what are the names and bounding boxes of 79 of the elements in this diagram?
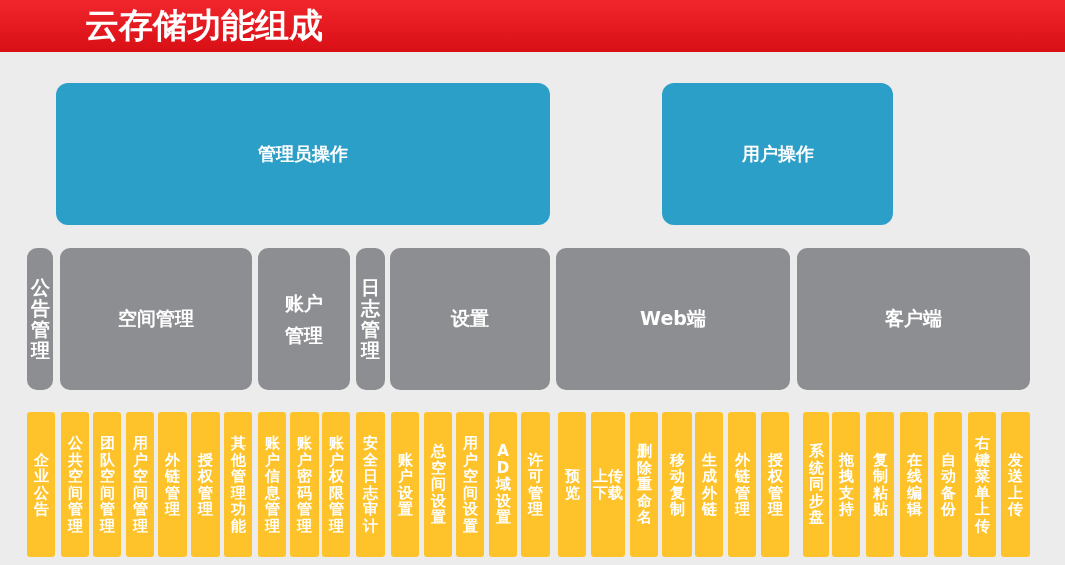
node-label: 账户信息管理 [264,435,280,534]
feature-box [968,412,996,557]
node-label: 账户密码管理 [297,435,312,534]
feature-box [456,412,484,557]
module-box [390,248,550,390]
feature-box [1001,412,1030,557]
feature-box [803,412,829,557]
feature-box [356,412,385,557]
feature-box [934,412,962,557]
node-label: 用户空间管理 [132,435,148,534]
feature-box [900,412,928,557]
node-label: 账户设置 [397,451,413,518]
node-label: 外链管理 [734,451,750,518]
node-label: 拖拽支持 [838,451,854,518]
feature-box [662,412,692,557]
node-label: 用户操作 [741,142,814,166]
feature-box [191,412,220,557]
feature-box [158,412,187,557]
feature-box [630,412,658,557]
node-label: 在线编辑 [906,451,922,518]
module-box [27,248,53,390]
module-box [60,248,252,390]
node-label: Web端 [640,306,706,331]
node-label: 外链管理 [165,451,180,518]
node-label: 复制粘贴 [872,451,888,518]
feature-box [728,412,756,557]
node-label: AD域设置 [495,443,511,526]
node-label: 删除重命名 [636,443,652,526]
title: 云存储功能组成 [85,5,323,45]
feature-box [424,412,452,557]
module-box [556,248,790,390]
node-label: 上传下载 [593,468,623,501]
node-label: 右键菜单上传 [974,435,990,534]
module-box [356,248,385,390]
feature-box [558,412,586,557]
category-box [56,83,550,225]
feature-box [126,412,154,557]
feature-box [322,412,350,557]
module-box [258,248,350,390]
feature-box [489,412,517,557]
node-label: 账户权限管理 [328,435,344,534]
node-label: 授权管理 [198,451,213,518]
feature-box [290,412,319,557]
node-label: 日志管理 [361,277,380,361]
node-label: 其他管理功能 [230,435,246,534]
node-label: 安全日志审计 [363,435,378,534]
feature-box [832,412,860,557]
feature-box [27,412,55,557]
node-label: 企业公告 [33,451,49,518]
feature-box [61,412,89,557]
node-label: 公告管理 [30,277,50,361]
node-label: 用户空间设置 [462,435,478,534]
node-label: 账户管理 [285,290,323,348]
node-label: 团队空间管理 [99,435,115,534]
node-label: 管理员操作 [258,142,348,166]
feature-box [258,412,286,557]
node-label: 系统同步盘 [808,443,824,526]
feature-box [224,412,252,557]
feature-box [521,412,550,557]
node-label: 自动备份 [940,451,956,518]
node-label: 空间管理 [118,306,194,331]
node-label: 生成外链 [701,451,717,518]
node-label: 客户端 [885,306,942,331]
node-label: 设置 [451,306,489,331]
node-label: 公共空间管理 [67,435,83,534]
node-label: 预览 [564,468,580,501]
node-label: 总空间设置 [430,443,446,526]
feature-box [591,412,625,557]
node-label: 发送上传 [1008,451,1023,518]
node-label: 授权管理 [767,451,783,518]
feature-box [93,412,121,557]
module-box [797,248,1030,390]
feature-box [866,412,894,557]
feature-box [391,412,419,557]
node-label: 移动复制 [669,451,685,518]
feature-box [761,412,789,557]
node-label: 许可管理 [528,451,543,518]
feature-box [695,412,723,557]
category-box [662,83,893,225]
